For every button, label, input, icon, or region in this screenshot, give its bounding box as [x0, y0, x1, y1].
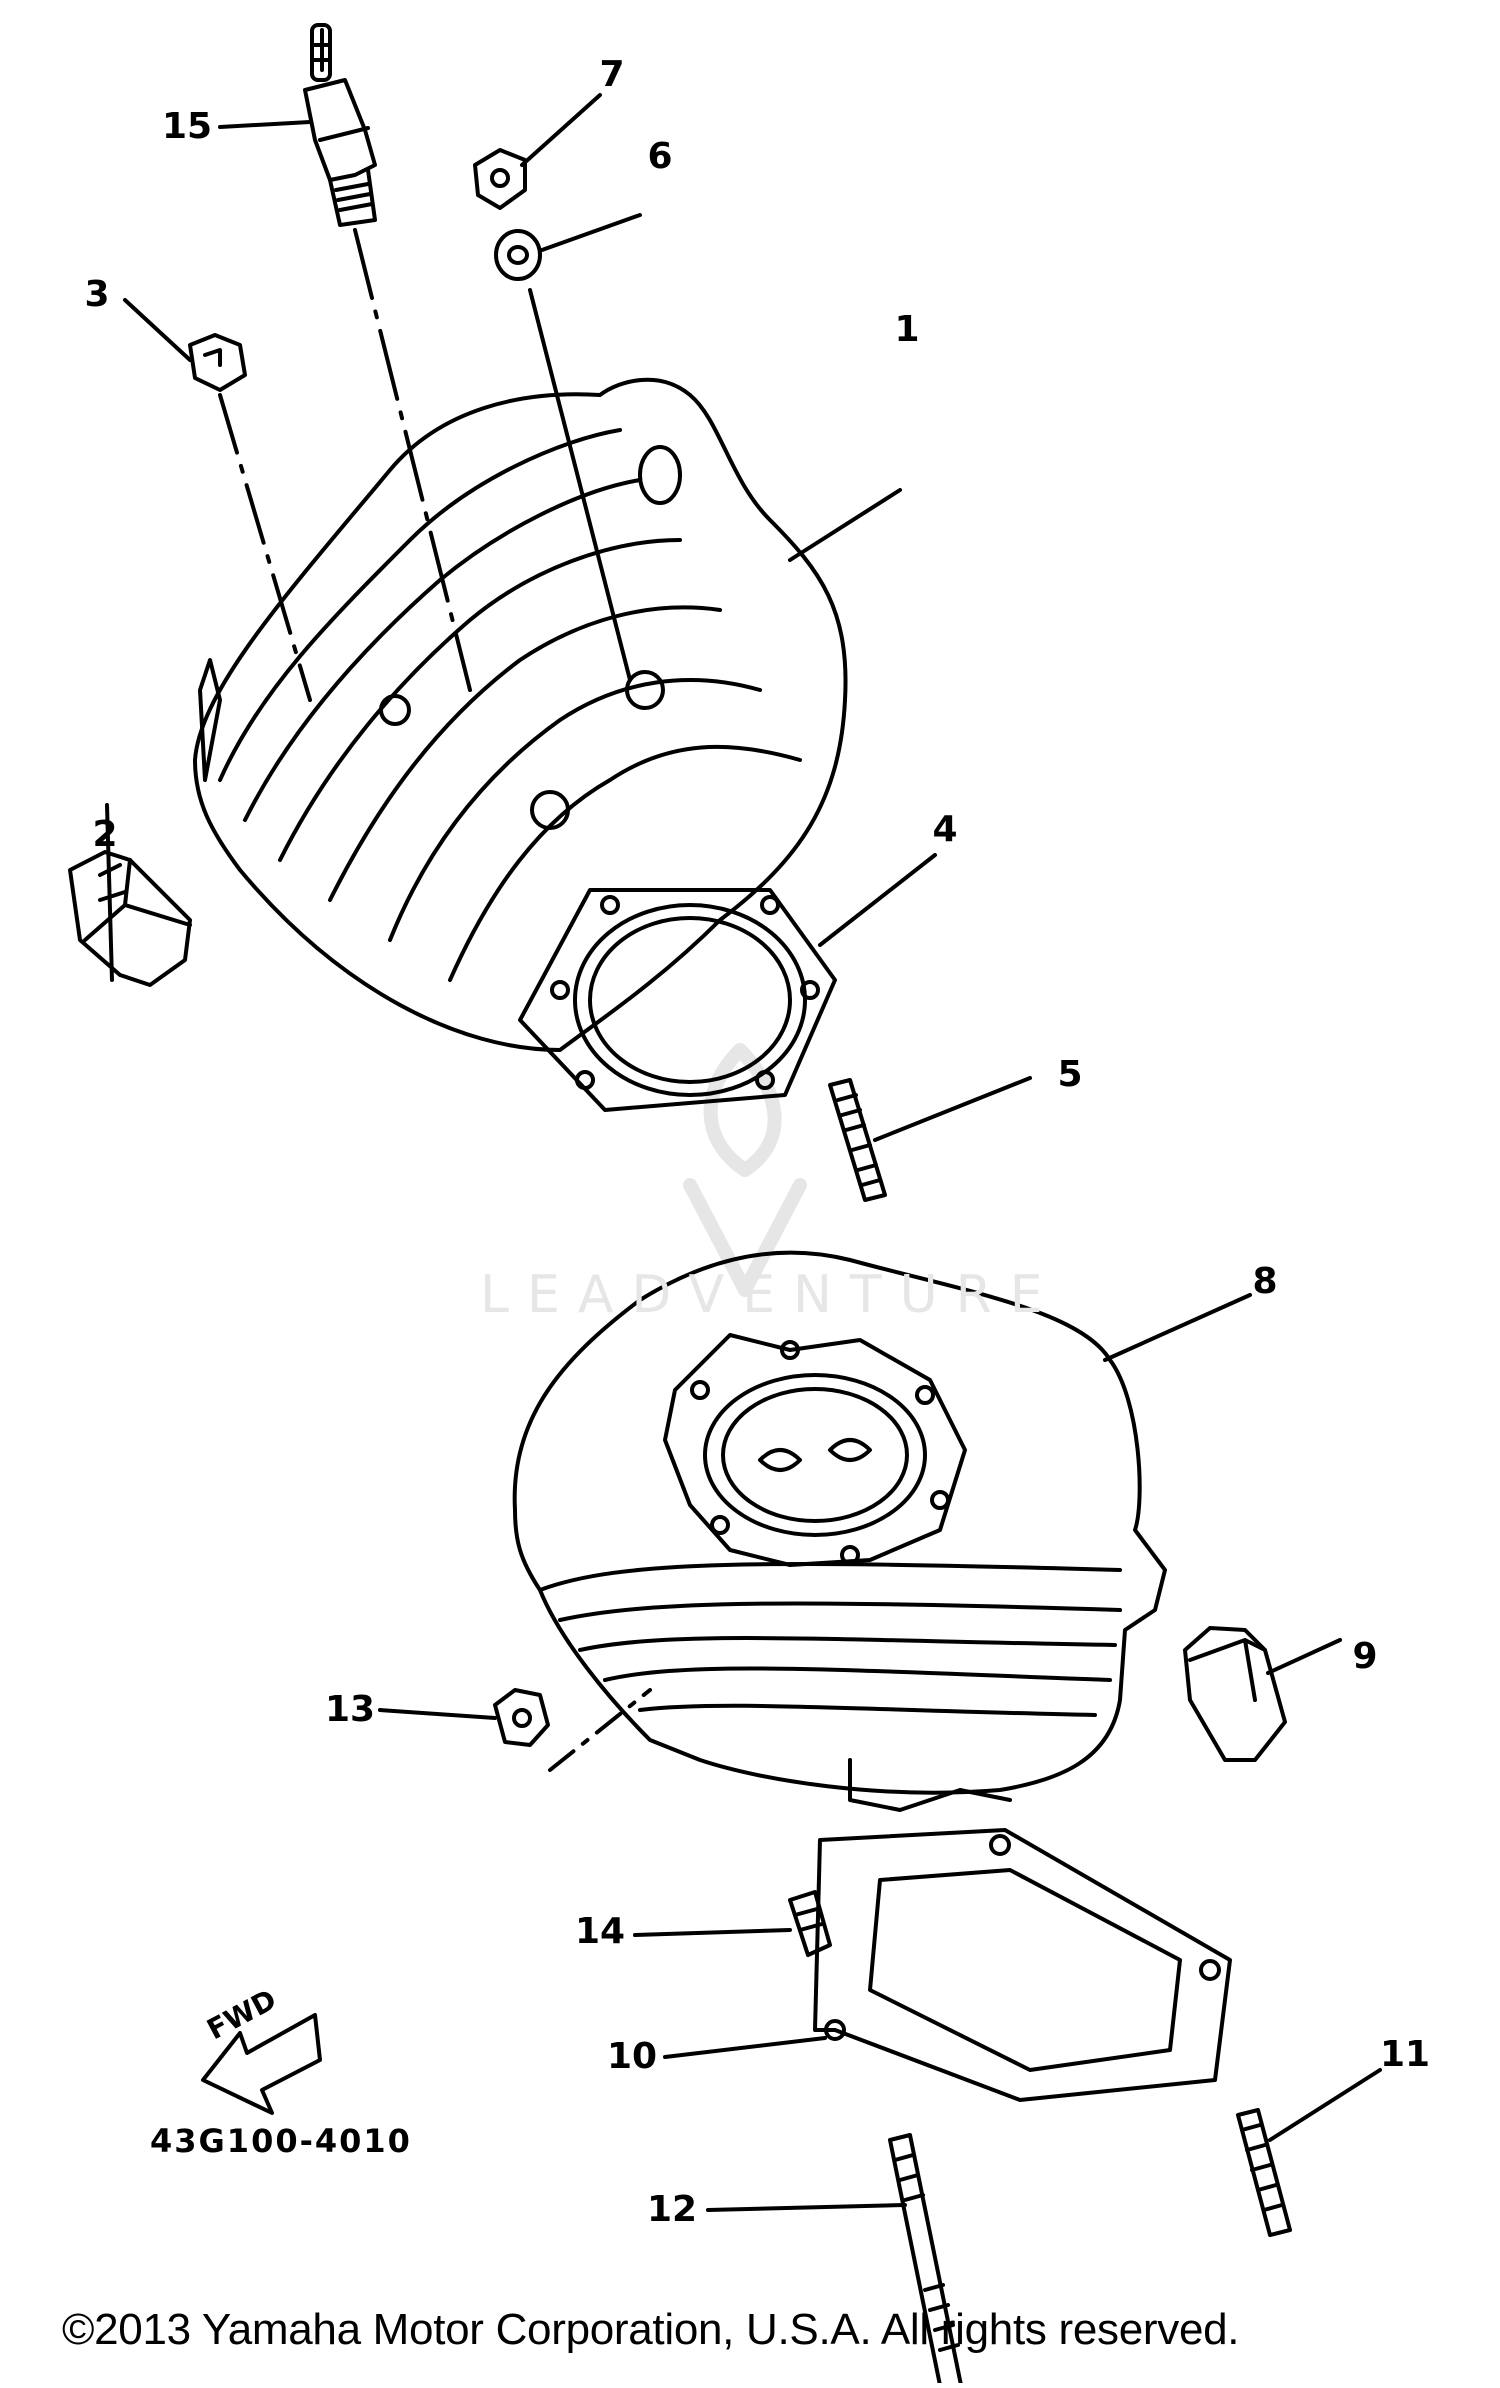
damper-9-icon — [1183, 1626, 1287, 1762]
callout-2: 2 — [92, 814, 118, 855]
nut-icon — [473, 148, 527, 210]
callout-7: 7 — [599, 54, 625, 95]
leader-7 — [520, 93, 602, 167]
callout-11: 11 — [1379, 2034, 1431, 2075]
leader-10 — [663, 2036, 827, 2059]
leader-15 — [218, 120, 312, 129]
callout-5: 5 — [1057, 1054, 1083, 1095]
cylinder-icon — [512, 1250, 1167, 1812]
callout-4: 4 — [932, 809, 958, 850]
callout-8: 8 — [1252, 1261, 1278, 1302]
leader-2 — [105, 803, 114, 982]
fwd-arrow-icon — [201, 2013, 322, 2115]
stud-bolt-12-icon — [888, 2133, 964, 2388]
leader-13 — [378, 1708, 497, 1720]
callout-12: 12 — [646, 2189, 698, 2230]
base-gasket-icon — [813, 1828, 1232, 2102]
leader-5 — [873, 1076, 1032, 1142]
leader-6 — [540, 213, 642, 252]
leader-14 — [633, 1928, 792, 1937]
callout-1: 1 — [894, 309, 920, 350]
leader-8 — [1103, 1293, 1252, 1362]
callout-10: 10 — [606, 2036, 658, 2077]
callout-6: 6 — [647, 136, 673, 177]
dowel-pin-icon — [788, 1890, 832, 1957]
leader-4 — [818, 853, 937, 947]
leader-3 — [123, 298, 192, 362]
diagram-part-number: 43G100-4010 — [150, 2122, 412, 2160]
callout-9: 9 — [1352, 1636, 1378, 1677]
leader-1 — [788, 488, 902, 562]
watermark-text: LEADVENTURE — [480, 1265, 1061, 1325]
spark-plug-icon — [303, 23, 472, 692]
callout-3: 3 — [84, 274, 110, 315]
damper-small-icon — [188, 333, 312, 702]
leader-12 — [706, 2203, 907, 2212]
callout-15: 15 — [161, 106, 213, 147]
damper-icon — [68, 850, 192, 987]
head-gasket-icon — [518, 888, 837, 1112]
stud-bolt-11-icon — [1236, 2108, 1292, 2237]
nut-13-icon — [493, 1688, 652, 1772]
washer-icon — [494, 229, 632, 682]
copyright-notice: ©2013 Yamaha Motor Corporation, U.S.A. A… — [62, 2305, 1240, 2354]
callout-13: 13 — [324, 1689, 376, 1730]
stud-bolt-icon — [828, 1078, 887, 1202]
callout-14: 14 — [574, 1911, 626, 1952]
leader-11 — [1268, 2068, 1382, 2142]
leader-9 — [1266, 1638, 1342, 1675]
cylinder-head-icon — [193, 377, 848, 1052]
